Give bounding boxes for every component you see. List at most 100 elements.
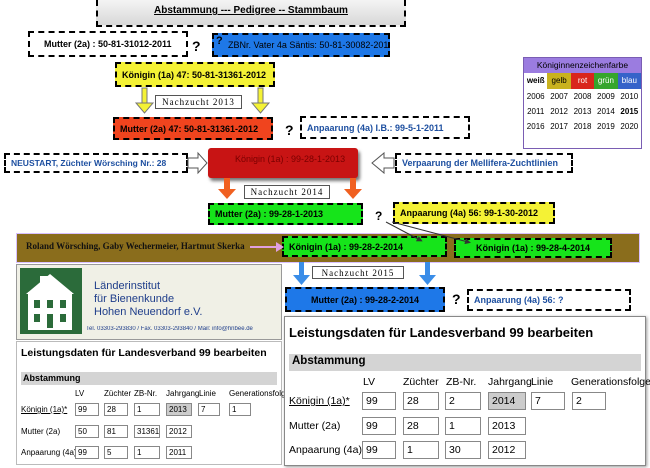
large-koenigin-zuechter[interactable]: 28: [403, 392, 439, 410]
koenigin-1-label: Königin (1a) 47: 50-81-31361-2012: [122, 69, 267, 80]
arrow-left-icon: [371, 151, 395, 175]
large-anpaarung-zuechter[interactable]: 1: [403, 441, 439, 459]
row-label-anpaarung: Anpaarung (4a): [21, 448, 77, 457]
year-cell: 2012: [550, 107, 568, 116]
small-mutter-lv[interactable]: 50: [75, 425, 99, 438]
large-koenigin-lv[interactable]: 99: [362, 392, 396, 410]
small-koenigin-zuechter[interactable]: 28: [104, 403, 128, 416]
form-small: Leistungsdaten für Landesverband 99 bear…: [16, 341, 290, 465]
large-mutter-zuechter[interactable]: 28: [403, 417, 439, 435]
small-koenigin-generation[interactable]: 1: [229, 403, 251, 416]
vater-top-label: ZBNr. Vater 4a Säntis: 50-81-30082-2011: [228, 40, 390, 50]
small-koenigin-lv[interactable]: 99: [75, 403, 99, 416]
year-cell: 2008: [573, 92, 592, 101]
yellow-arrow-icon: [134, 87, 155, 114]
neustart-label: NEUSTART, Züchter Wörsching Nr.: 28: [11, 158, 167, 168]
institute-building-icon: [20, 268, 82, 334]
anpaarung-3-box: Anpaarung (4a) 56: ?: [467, 289, 631, 311]
color-table-title: Königinnenzeichenfarbe: [524, 58, 641, 73]
small-mutter-zbnr[interactable]: 31361: [134, 425, 160, 438]
row-label-koenigin: Königin (1a)*: [289, 395, 350, 407]
nachzucht-2015-label: Nachzucht 2015: [312, 266, 404, 279]
mutter-2-box: Mutter (2a) 47: 50-81-31361-2012: [113, 117, 273, 140]
large-koenigin-jahrgang: 2014: [488, 392, 526, 410]
nachzucht-2014-label: Nachzucht 2014: [244, 185, 330, 199]
koenigin-green2-box: Königin (1a) : 99-28-4-2014: [454, 238, 612, 258]
header-jahrgang: Jahrgang: [166, 389, 200, 398]
institute-name-3: Hohen Neuendorf e.V.: [94, 306, 203, 318]
question-mark: ?: [192, 38, 201, 54]
header-zbnr: ZB-Nr.: [446, 376, 477, 388]
mutter-3-box: Mutter (2a) : 99-28-1-2013: [208, 203, 363, 225]
question-mark: ?: [216, 35, 223, 47]
anpaarung-2-label: Anpaarung (4a) 56: 99-1-30-2012: [400, 208, 539, 218]
small-koenigin-linie[interactable]: 7: [198, 403, 220, 416]
header-generation: Generationsfolge: [229, 389, 290, 398]
year-cell: 2017: [550, 122, 568, 131]
verpaarung-label: Verpaarung der Mellifera-Zuchtlinien: [402, 158, 559, 168]
verpaarung-box: Verpaarung der Mellifera-Zuchtlinien: [395, 153, 573, 173]
mutter-2-label: Mutter (2a) 47: 50-81-31361-2012: [120, 123, 259, 134]
header-zuechter: Züchter: [403, 376, 439, 388]
queen-color-table: Königinnenzeichenfarbe weiß gelb rot grü…: [523, 57, 642, 149]
large-anpaarung-jahrgang[interactable]: 2012: [488, 441, 526, 459]
orange-arrow-icon: [344, 178, 362, 199]
yellow-arrow-icon: [250, 87, 271, 114]
large-koenigin-linie[interactable]: 7: [531, 392, 565, 410]
institute-name-2: für Bienenkunde: [94, 293, 175, 305]
header-zuechter: Züchter: [104, 389, 132, 398]
anpaarung-1-box: Anpaarung (4a) I.B.: 99-5-1-2011: [300, 116, 470, 139]
row-label-koenigin: Königin (1a)*: [21, 405, 68, 414]
large-koenigin-zbnr[interactable]: 2: [445, 392, 481, 410]
vater-top-box: ZBNr. Vater 4a Säntis: 50-81-30082-2011: [212, 33, 390, 57]
institute-name-1: Länderinstitut: [94, 280, 161, 292]
year-cell: 2019: [597, 122, 615, 131]
small-mutter-jahrgang[interactable]: 2012: [166, 425, 192, 438]
header-linie: Linie: [199, 389, 216, 398]
small-koenigin-zbnr[interactable]: 1: [134, 403, 160, 416]
koenigin-green1-box: Königin (1a) : 99-28-2-2014: [282, 236, 447, 257]
year-cell: 2010: [620, 92, 639, 101]
large-anpaarung-lv[interactable]: 99: [362, 441, 396, 459]
large-mutter-jahrgang[interactable]: 2013: [488, 417, 526, 435]
year-cell: 2020: [620, 122, 639, 131]
anpaarung-2-box: Anpaarung (4a) 56: 99-1-30-2012: [393, 202, 555, 224]
mutter-top-box: Mutter (2a) : 50-81-31012-2011: [28, 31, 188, 57]
koenigin-1-box: Königin (1a) 47: 50-81-31361-2012: [115, 62, 275, 87]
header-lv: LV: [363, 376, 376, 388]
large-mutter-zbnr[interactable]: 1: [445, 417, 481, 435]
large-mutter-lv[interactable]: 99: [362, 417, 396, 435]
orange-arrow-icon: [218, 178, 236, 199]
header-banner: [96, 0, 406, 27]
anpaarung-1-label: Anpaarung (4a) I.B.: 99-5-1-2011: [307, 122, 444, 133]
small-mutter-zuechter[interactable]: 81: [104, 425, 128, 438]
small-anpaarung-lv[interactable]: 99: [75, 446, 99, 459]
anpaarung-3-label: Anpaarung (4a) 56: ?: [474, 295, 564, 305]
small-koenigin-jahrgang: 2013: [166, 403, 192, 416]
large-koenigin-generation[interactable]: 2: [572, 392, 606, 410]
year-cell: 2009: [597, 92, 615, 101]
mutter-3-label: Mutter (2a) : 99-28-1-2013: [215, 209, 324, 219]
year-row: 2006 2007 2008 2009 2010: [524, 89, 641, 104]
small-anpaarung-zuechter[interactable]: 5: [104, 446, 128, 459]
koenigin-green1-label: Königin (1a) : 99-28-2-2014: [289, 241, 404, 252]
koenigin-red-box: Königin (1a) : 99-28-1-2013: [230, 150, 358, 168]
color-gruen: grün: [594, 73, 618, 89]
small-anpaarung-jahrgang[interactable]: 2011: [166, 446, 192, 459]
blue-arrow-icon: [419, 262, 436, 285]
color-rot: rot: [570, 73, 595, 89]
year-cell: 2013: [573, 107, 592, 116]
row-label-anpaarung: Anpaarung (4a): [289, 444, 362, 456]
form-small-title: Leistungsdaten für Landesverband 99 bear…: [21, 347, 267, 359]
color-weiss: weiß: [524, 73, 548, 89]
header-lv: LV: [75, 389, 85, 398]
form-small-section: [21, 372, 277, 385]
arrow-right-icon: [187, 151, 208, 175]
color-gelb: gelb: [547, 73, 571, 89]
mutter-4-label: Mutter (2a) : 99-28-2-2014: [310, 294, 420, 305]
year-cell: 2007: [550, 92, 568, 101]
koenigin-red-label: Königin (1a) : 99-28-1-2013: [235, 154, 346, 164]
small-anpaarung-zbnr[interactable]: 1: [134, 446, 160, 459]
large-anpaarung-zbnr[interactable]: 30: [445, 441, 481, 459]
header-linie: Linie: [531, 376, 554, 388]
